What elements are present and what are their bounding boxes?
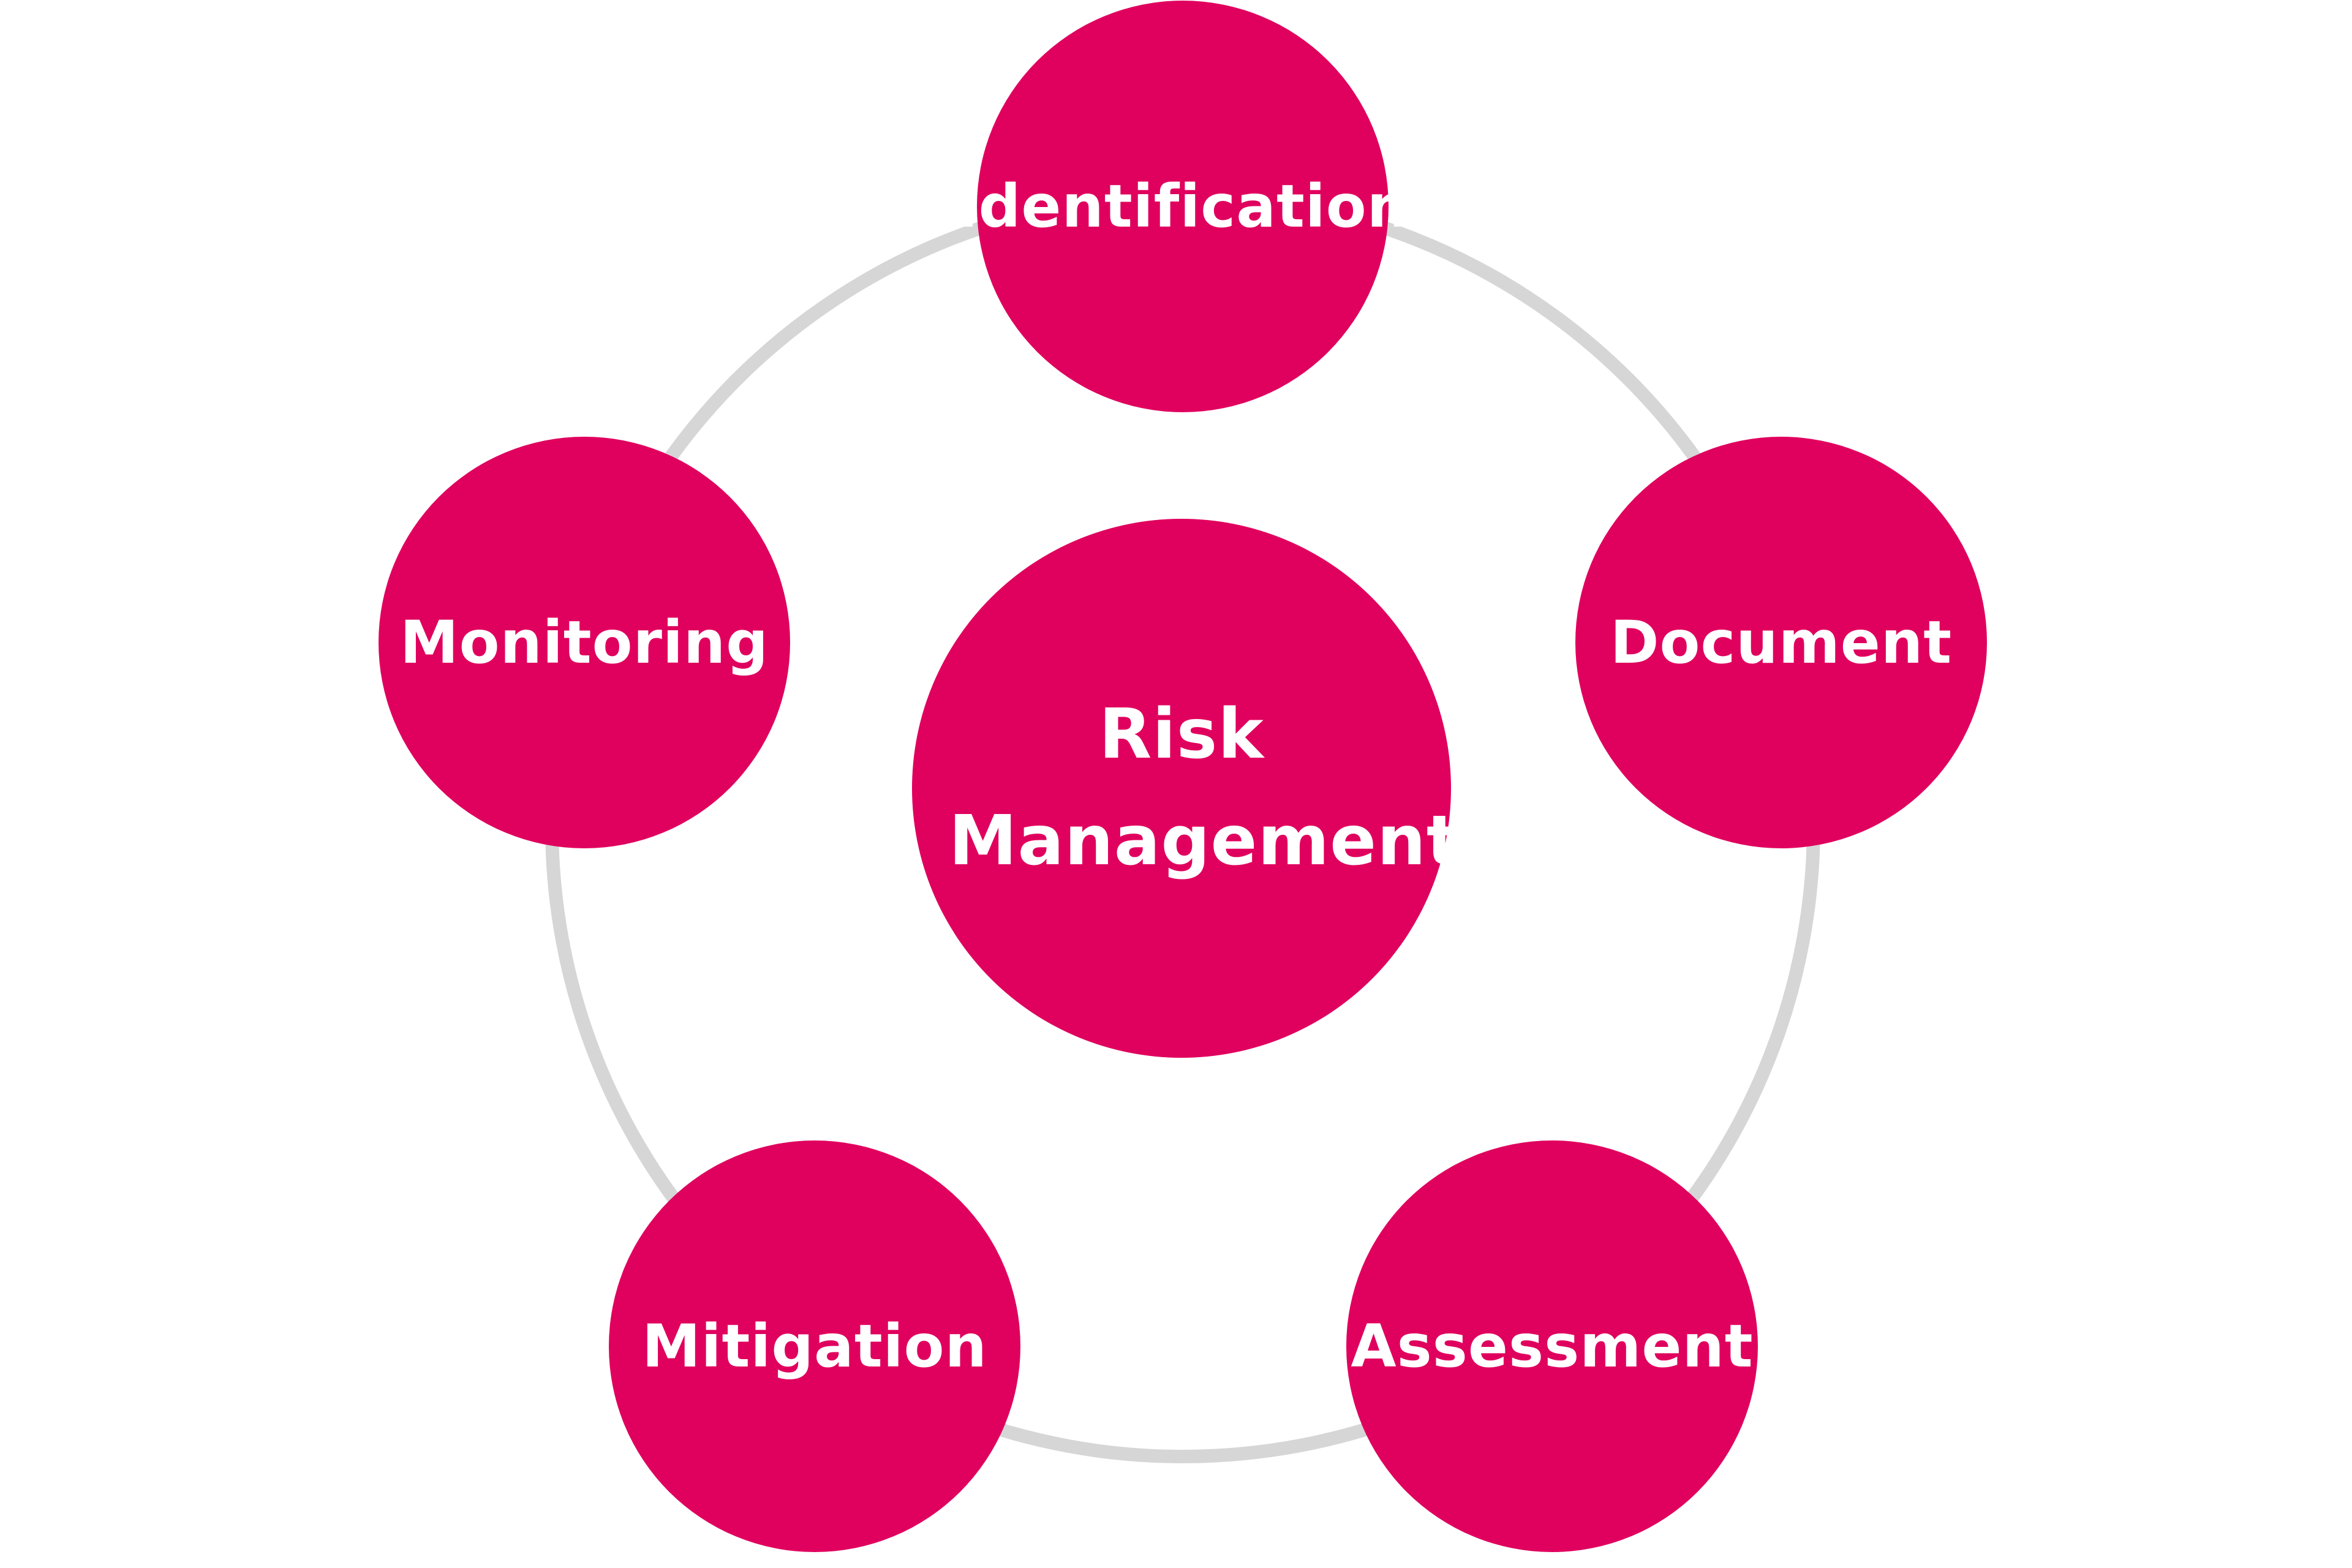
node-document: Document xyxy=(1575,437,1987,848)
node-document-label: Document xyxy=(1610,608,1953,677)
node-identification: Identification xyxy=(956,1,1409,412)
center-node-label: Risk Management xyxy=(949,695,1460,881)
node-monitoring: Monitoring xyxy=(379,437,790,848)
node-assessment-label: Assessment xyxy=(1351,1312,1754,1381)
node-assessment: Assessment xyxy=(1346,1140,1758,1552)
node-mitigation: Mitigation xyxy=(609,1140,1020,1552)
node-mitigation-label: Mitigation xyxy=(642,1312,987,1381)
node-identification-label: Identification xyxy=(956,172,1410,241)
center-node-risk-management: Risk Management xyxy=(912,519,1460,1058)
node-monitoring-label: Monitoring xyxy=(400,608,769,677)
